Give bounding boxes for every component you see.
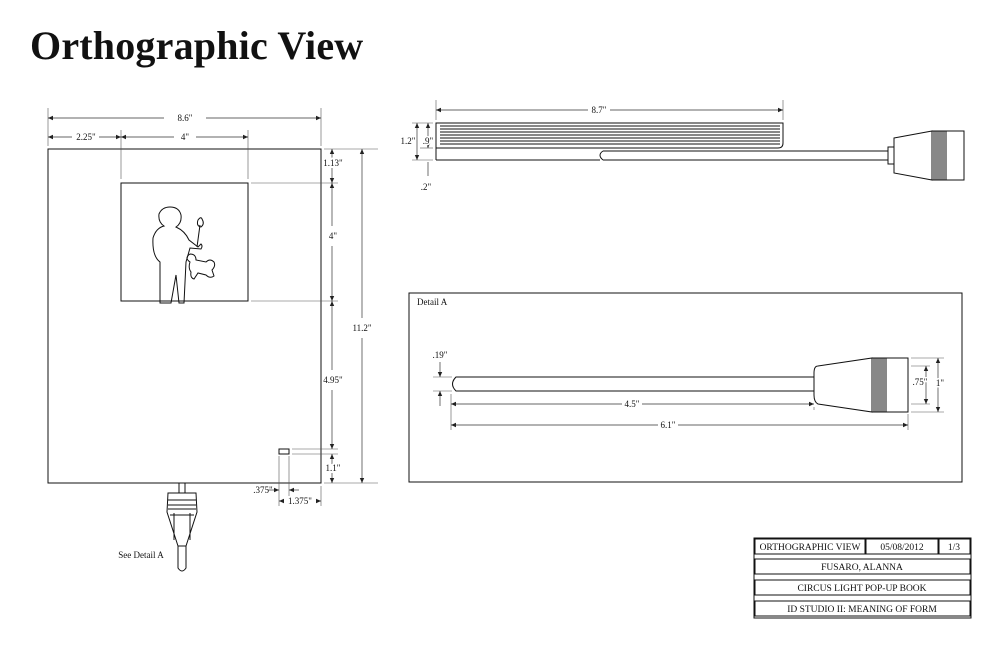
dim-total-length: 6.1": [661, 420, 676, 430]
dim-front-height: 11.2": [352, 323, 371, 333]
title-block-sheet: 1/3: [948, 543, 960, 553]
dim-top-gap: 1.13": [323, 158, 343, 168]
dim-slot-offset: 1.375": [288, 496, 312, 506]
title-block: ORTHOGRAPHIC VIEW 05/08/2012 1/3 FUSARO,…: [753, 537, 972, 619]
front-view: 8.6" 2.25" 4" 1.13" 4" 4.95" 1.1" 11.2": [47, 108, 378, 572]
dim-cap-inner: .75": [913, 377, 928, 387]
detail-callout: See Detail A: [118, 550, 164, 560]
page-title: Orthographic View: [30, 23, 364, 68]
dim-cap-outer: 1": [936, 378, 945, 388]
dim-top-thickness: 1.2": [401, 136, 416, 146]
slot: [278, 448, 290, 455]
light-bulb-front: [166, 482, 198, 572]
title-block-author: FUSARO, ALANNA: [821, 563, 903, 573]
title-block-course: ID STUDIO II: MEANING OF FORM: [787, 605, 937, 615]
detail-a-label: Detail A: [417, 297, 448, 307]
dim-window-width: 4": [181, 132, 190, 142]
dim-top-length: 8.7": [592, 105, 607, 115]
title-block-project: CIRCUS LIGHT POP-UP BOOK: [797, 584, 926, 594]
dim-rod-length: 4.5": [625, 399, 640, 409]
dim-slot-width: .375": [253, 485, 273, 495]
dim-lower-gap: 4.95": [323, 375, 343, 385]
dim-left-offset: 2.25": [76, 132, 96, 142]
dim-bottom-gap: 1.1": [326, 463, 341, 473]
dim-top-rod: .2": [421, 182, 432, 192]
top-view: 8.7" 1.2" .9" .2": [401, 100, 965, 192]
dim-front-width: 8.6": [178, 113, 193, 123]
dim-window-height: 4": [329, 231, 338, 241]
detail-a: Detail A .19" 4.5" 6.1": [408, 292, 963, 483]
child-silhouette: [152, 206, 216, 304]
title-block-view: ORTHOGRAPHIC VIEW: [760, 543, 861, 553]
book-outline: [47, 148, 322, 484]
dim-rod-dia: .19": [433, 350, 448, 360]
title-block-date: 05/08/2012: [880, 543, 924, 553]
dim-top-inner: .9": [423, 136, 434, 146]
